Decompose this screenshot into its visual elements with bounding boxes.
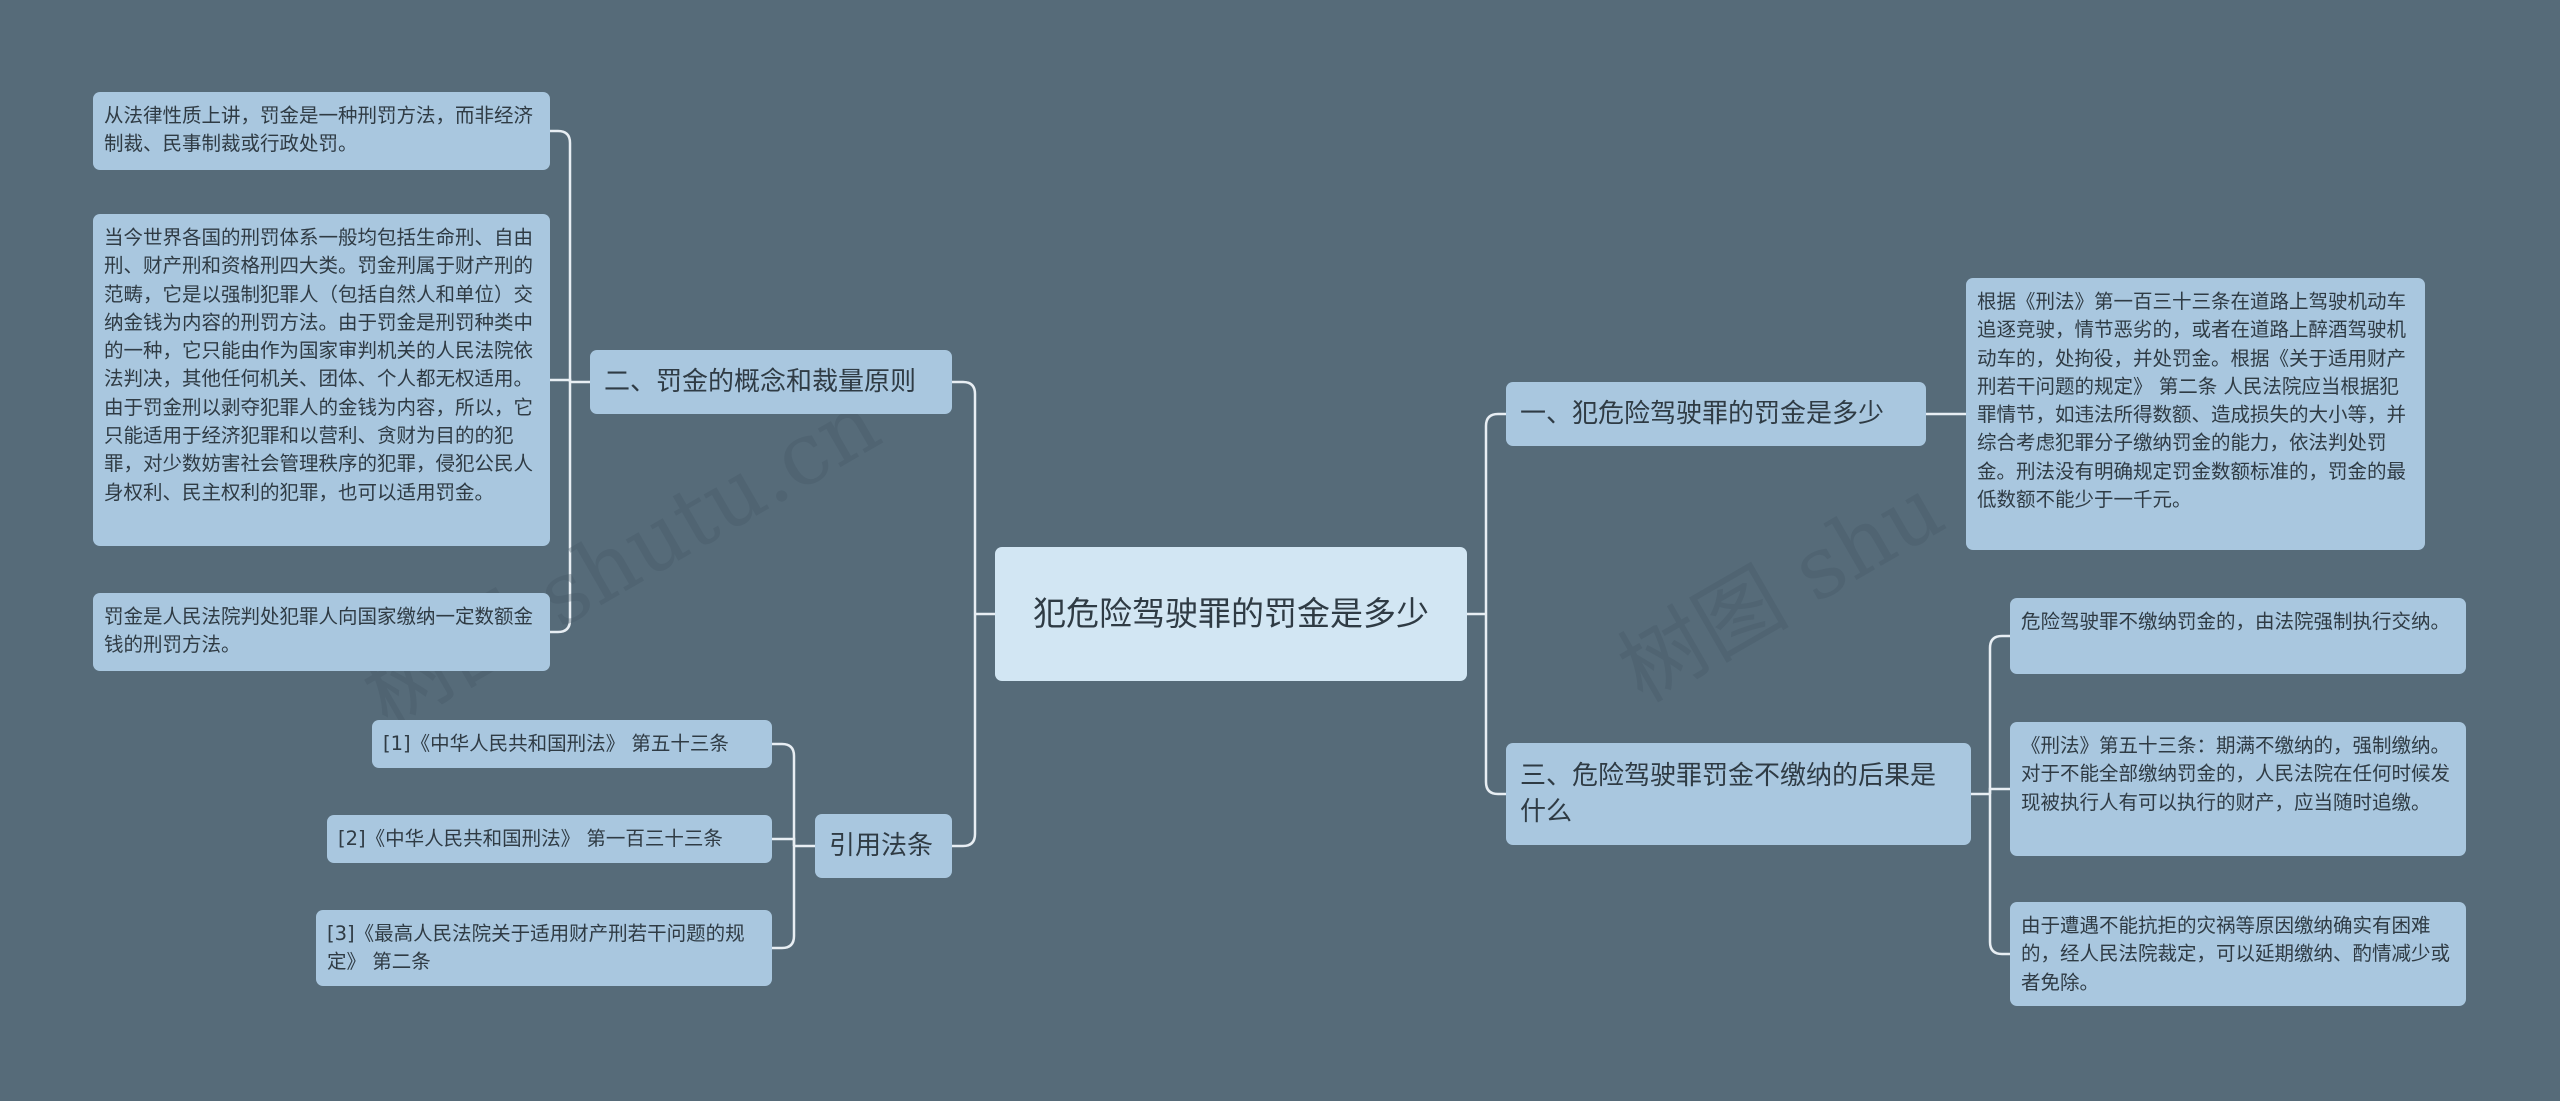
- branch-fine[interactable]: 一、犯危险驾驶罪的罚金是多少: [1506, 382, 1926, 446]
- branch-concept[interactable]: 二、罚金的概念和裁量原则: [590, 350, 952, 414]
- refs-link-branch-0: [772, 742, 796, 846]
- consequence-link-branch-1: [1988, 787, 2010, 794]
- concept-link-branch-1: [550, 378, 572, 382]
- leaf-ref-3: [3]《最高人民法院关于适用财产刑若干问题的规定》 第二条: [316, 910, 772, 986]
- leaf-ref-1: [1]《中华人民共和国刑法》 第五十三条: [372, 720, 772, 768]
- consequence-link-branch-2: [1988, 794, 2010, 956]
- consequence-link-branch-0: [1988, 634, 2010, 794]
- concept-link-branch-2: [550, 382, 572, 634]
- leaf-consequence-3: 由于遭遇不能抗拒的灾祸等原因缴纳确实有困难的，经人民法院裁定，可以延期缴纳、酌情…: [2010, 902, 2466, 1006]
- root-right-link-branch-1: [1484, 614, 1506, 796]
- leaf-concept-2: 当今世界各国的刑罚体系一般均包括生命刑、自由刑、财产刑和资格刑四大类。罚金刑属于…: [93, 214, 550, 546]
- branch-consequence[interactable]: 三、危险驾驶罪罚金不缴纳的后果是什么: [1506, 743, 1971, 845]
- leaf-consequence-2: 《刑法》第五十三条：期满不缴纳的，强制缴纳。对于不能全部缴纳罚金的，人民法院在任…: [2010, 722, 2466, 856]
- root-right-link-branch-0: [1484, 412, 1506, 614]
- leaf-ref-2: [2]《中华人民共和国刑法》 第一百三十三条: [327, 815, 772, 863]
- root-node[interactable]: 犯危险驾驶罪的罚金是多少: [995, 547, 1467, 681]
- leaf-concept-3: 罚金是人民法院判处犯罪人向国家缴纳一定数额金钱的刑罚方法。: [93, 593, 550, 671]
- branch-refs[interactable]: 引用法条: [815, 814, 952, 878]
- leaf-consequence-1: 危险驾驶罪不缴纳罚金的，由法院强制执行交纳。: [2010, 598, 2466, 674]
- concept-link-branch-0: [550, 129, 572, 382]
- refs-link-branch-2: [772, 846, 796, 950]
- root-left-link-branch-1: [952, 614, 977, 848]
- leaf-concept-1: 从法律性质上讲，罚金是一种刑罚方法，而非经济制裁、民事制裁或行政处罚。: [93, 92, 550, 170]
- refs-link-branch-1: [772, 837, 796, 846]
- leaf-fine-1: 根据《刑法》第一百三十三条在道路上驾驶机动车追逐竞驶，情节恶劣的，或者在道路上醉…: [1966, 278, 2425, 550]
- root-left-link-branch-0: [952, 380, 977, 614]
